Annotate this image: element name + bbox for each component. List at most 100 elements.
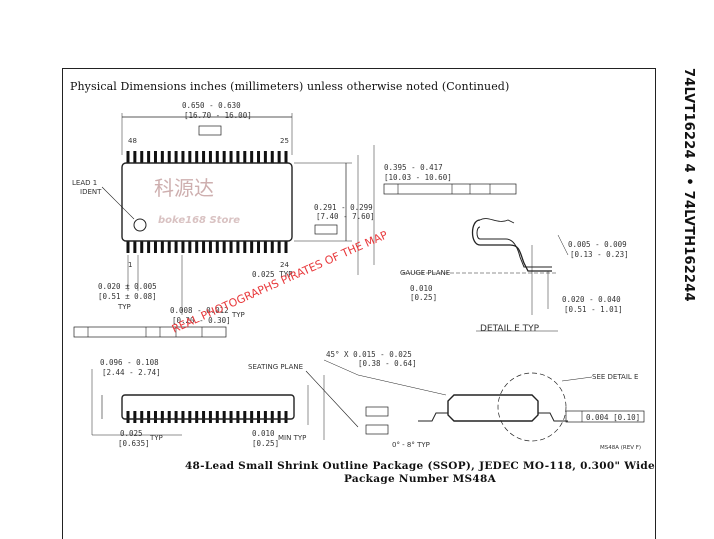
thickness-mm: [0.13 - 0.23] bbox=[570, 250, 629, 259]
side-part-title: 74LVT16224 4 • 74LVTH162244 bbox=[678, 68, 698, 308]
coplanarity-value: 0.004 [0.10] bbox=[586, 413, 640, 422]
top-view bbox=[73, 113, 517, 338]
side-lead bbox=[140, 411, 144, 423]
bottom-lead bbox=[222, 241, 226, 253]
pin-24: 24 bbox=[280, 261, 289, 269]
section-heading: Physical Dimensions inches (millimeters)… bbox=[70, 80, 509, 93]
top-lead bbox=[236, 151, 240, 163]
lead-w-mm: [0.20 - 0.30] bbox=[172, 316, 231, 325]
caption-line-1: 48-Lead Small Shrink Outline Package (SS… bbox=[184, 460, 656, 472]
side-lead bbox=[153, 411, 157, 423]
bottom-lead bbox=[126, 241, 130, 253]
gauge-plane-label: GAUGE PLANE bbox=[400, 269, 450, 277]
pitch-dim: 0.025 TYP bbox=[252, 270, 293, 279]
coplanarity-frame bbox=[565, 410, 645, 423]
detail-view bbox=[402, 218, 569, 332]
top-lead bbox=[215, 151, 219, 163]
min-typ-label: MIN TYP bbox=[278, 434, 306, 442]
bottom-lead bbox=[236, 241, 240, 253]
top-leads bbox=[126, 151, 288, 163]
top-lead bbox=[277, 151, 281, 163]
side-lead bbox=[215, 411, 219, 423]
heading-bold: Physical Dimensions bbox=[70, 80, 187, 93]
bottom-lead bbox=[188, 241, 192, 253]
top-lead bbox=[284, 151, 288, 163]
bottom-lead bbox=[140, 241, 144, 253]
caption-line-2: Package Number MS48A bbox=[343, 473, 497, 485]
top-lead bbox=[160, 151, 164, 163]
side-lead bbox=[147, 411, 151, 423]
datum-b-box bbox=[314, 224, 338, 235]
bottom-lead bbox=[263, 241, 267, 253]
top-lead bbox=[188, 151, 192, 163]
detail-lead-profile bbox=[471, 219, 552, 272]
side-lead bbox=[270, 411, 274, 423]
top-lead bbox=[174, 151, 178, 163]
side-lead bbox=[174, 411, 178, 423]
datum-a-box bbox=[198, 125, 222, 136]
detail-label: DETAIL E TYP bbox=[480, 324, 540, 334]
typ-left: TYP bbox=[117, 303, 131, 311]
side-lead bbox=[243, 411, 247, 423]
top-lead bbox=[243, 151, 247, 163]
chamfer-dim: 45° X 0.015 - 0.025 bbox=[326, 350, 412, 359]
detail-callout-circle bbox=[497, 372, 567, 442]
side-lead bbox=[229, 411, 233, 423]
top-lead bbox=[181, 151, 185, 163]
top-lead bbox=[133, 151, 137, 163]
bottom-lead bbox=[160, 241, 164, 253]
page-frame bbox=[62, 68, 656, 539]
overall-mm: [10.03 - 10.60] bbox=[384, 173, 452, 182]
feature-frame-bottom bbox=[73, 326, 227, 338]
gauge-dim: 0.010 bbox=[410, 284, 433, 293]
bottom-lead bbox=[284, 241, 288, 253]
bottom-lead bbox=[167, 241, 171, 253]
side-lead bbox=[133, 411, 137, 423]
side-leads bbox=[126, 411, 288, 423]
thickness-dim: 0.005 - 0.009 bbox=[568, 240, 627, 249]
bottom-lead bbox=[174, 241, 178, 253]
package-body bbox=[121, 162, 293, 242]
feature-frame-top bbox=[383, 183, 517, 195]
top-lead bbox=[270, 151, 274, 163]
side-lead bbox=[208, 411, 212, 423]
standoff-mm: [0.635] bbox=[118, 439, 150, 448]
bottom-lead bbox=[243, 241, 247, 253]
bottom-lead bbox=[208, 241, 212, 253]
end-view-body bbox=[447, 394, 539, 422]
side-lead bbox=[167, 411, 171, 423]
side-lead bbox=[181, 411, 185, 423]
pin-25: 25 bbox=[280, 137, 289, 145]
side-lead bbox=[277, 411, 281, 423]
tol-left-mm: [0.51 ± 0.08] bbox=[98, 292, 157, 301]
bottom-lead bbox=[215, 241, 219, 253]
drawing-code: MS48A (REV F) bbox=[600, 445, 641, 451]
top-lead bbox=[222, 151, 226, 163]
top-lead bbox=[140, 151, 144, 163]
side-lead bbox=[250, 411, 254, 423]
top-lead bbox=[126, 151, 130, 163]
datum-d-box bbox=[365, 424, 389, 435]
top-lead bbox=[250, 151, 254, 163]
side-lead bbox=[284, 411, 288, 423]
tol-left: 0.020 ± 0.005 bbox=[98, 282, 157, 291]
foot-dim: 0.020 - 0.040 bbox=[562, 295, 621, 304]
bottom-lead bbox=[147, 241, 151, 253]
bottom-lead bbox=[202, 241, 206, 253]
watermark-en: boke168 Store bbox=[158, 215, 240, 226]
top-lead bbox=[263, 151, 267, 163]
pin-1: 1 bbox=[128, 261, 132, 269]
side-lead bbox=[263, 411, 267, 423]
length-mm: [16.70 - 16.00] bbox=[184, 111, 252, 120]
bottom-lead bbox=[181, 241, 185, 253]
see-detail-label: SEE DETAIL E bbox=[592, 373, 638, 381]
top-lead bbox=[153, 151, 157, 163]
length-dim: 0.650 - 0.630 bbox=[182, 101, 241, 110]
width-mm: [7.40 - 7.60] bbox=[316, 212, 375, 221]
seating-plane-label: SEATING PLANE bbox=[248, 363, 303, 371]
chamfer-mm: [0.38 - 0.64] bbox=[358, 359, 417, 368]
width-dim: 0.291 - 0.299 bbox=[314, 203, 373, 212]
lead-w-dim: 0.008 - 0.012 bbox=[170, 306, 229, 315]
bottom-lead bbox=[277, 241, 281, 253]
bottom-lead bbox=[153, 241, 157, 253]
